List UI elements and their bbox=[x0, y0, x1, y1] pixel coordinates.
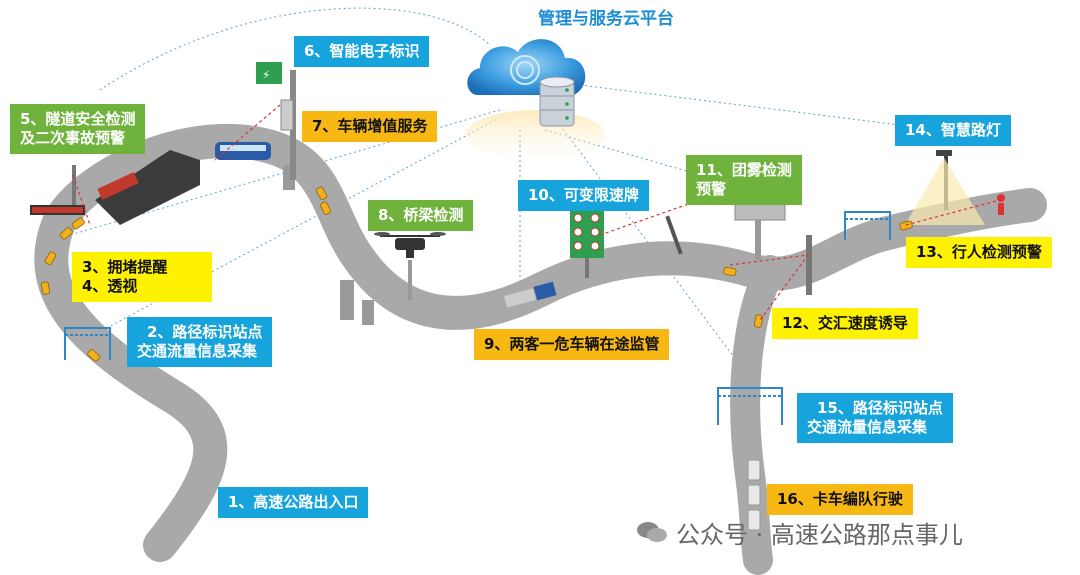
cloud-glow bbox=[465, 110, 605, 160]
label-text: 15、路径标识站点 bbox=[817, 399, 943, 417]
label-text: 5、隧道安全检测 bbox=[20, 110, 136, 128]
detection-lines bbox=[72, 104, 1001, 321]
label-text: 14、智慧路灯 bbox=[905, 121, 1001, 139]
bridge-piers bbox=[283, 165, 374, 325]
label-text: 及二次事故预警 bbox=[20, 129, 126, 147]
truck-platoon-icon bbox=[747, 459, 761, 531]
label-text: 4、透视 bbox=[82, 277, 138, 295]
label-text: 9、两客一危车辆在途监管 bbox=[484, 335, 660, 353]
label-variable-speed-sign: 10、可变限速牌 bbox=[518, 180, 649, 211]
label-electronic-sign: 6、智能电子标识 bbox=[294, 36, 430, 67]
merge-guidance-icon bbox=[806, 235, 812, 295]
bus-icon bbox=[215, 142, 271, 160]
label-text: 预警 bbox=[696, 180, 727, 198]
cloud-server-icon bbox=[467, 39, 586, 127]
label-tunnel-safety: 5、隧道安全检测 及二次事故预警 bbox=[10, 104, 146, 154]
label-truck-platoon: 16、卡车编队行驶 bbox=[767, 484, 913, 515]
label-text: 13、行人检测预警 bbox=[916, 243, 1042, 261]
highway-road bbox=[34, 124, 1047, 575]
label-text: 10、可变限速牌 bbox=[528, 186, 639, 204]
gantry-icon bbox=[64, 211, 891, 425]
label-text: 6、智能电子标识 bbox=[304, 42, 420, 60]
label-bridge-detection: 8、桥梁检测 bbox=[368, 200, 474, 231]
label-path-station-15: 15、路径标识站点 交通流量信息采集 bbox=[797, 393, 953, 443]
drone-icon bbox=[374, 232, 446, 300]
electronic-sign-icon: ⚡ bbox=[256, 62, 296, 180]
label-text: 11、团雾检测 bbox=[696, 161, 792, 179]
watermark: 公众号 · 高速公路那点事儿 bbox=[636, 515, 963, 550]
label-text: 交通流量信息采集 bbox=[807, 418, 928, 436]
label-fog-detection: 11、团雾检测 预警 bbox=[686, 155, 802, 205]
tunnel-detector-icon bbox=[30, 165, 85, 215]
label-text: 16、卡车编队行驶 bbox=[777, 490, 903, 508]
pedestrian-icon bbox=[997, 194, 1005, 215]
label-text: 3、拥堵提醒 bbox=[82, 258, 168, 276]
label-text: 1、高速公路出入口 bbox=[228, 493, 359, 511]
variable-speed-sign-icon bbox=[570, 208, 604, 278]
label-highway-entrance: 1、高速公路出入口 bbox=[218, 487, 369, 518]
watermark-text: 公众号 · 高速公路那点事儿 bbox=[676, 521, 963, 549]
label-path-station-2: 2、路径标识站点 交通流量信息采集 bbox=[127, 317, 273, 367]
label-hazmat-supervision: 9、两客一危车辆在途监管 bbox=[474, 329, 670, 360]
label-smart-streetlight: 14、智慧路灯 bbox=[895, 115, 1011, 146]
label-text: 8、桥梁检测 bbox=[378, 206, 464, 224]
label-text: 2、路径标识站点 bbox=[147, 323, 263, 341]
label-merge-speed-guidance: 12、交汇速度诱导 bbox=[772, 308, 918, 339]
truck-icon bbox=[503, 281, 557, 308]
label-text: 交通流量信息采集 bbox=[137, 342, 258, 360]
street-lamp-icon bbox=[905, 150, 985, 225]
label-text: 12、交汇速度诱导 bbox=[782, 314, 908, 332]
label-congestion-perspective: 3、拥堵提醒 4、透视 bbox=[72, 252, 212, 302]
svg-text:⚡: ⚡ bbox=[262, 68, 270, 82]
car-icon bbox=[40, 186, 913, 362]
label-pedestrian-warning: 13、行人检测预警 bbox=[906, 237, 1052, 268]
wechat-icon bbox=[637, 522, 667, 542]
platform-title: 管理与服务云平台 bbox=[538, 9, 674, 29]
label-vehicle-value-service: 7、车辆增值服务 bbox=[302, 111, 438, 142]
tunnel bbox=[95, 150, 200, 225]
label-text: 7、车辆增值服务 bbox=[312, 117, 428, 135]
